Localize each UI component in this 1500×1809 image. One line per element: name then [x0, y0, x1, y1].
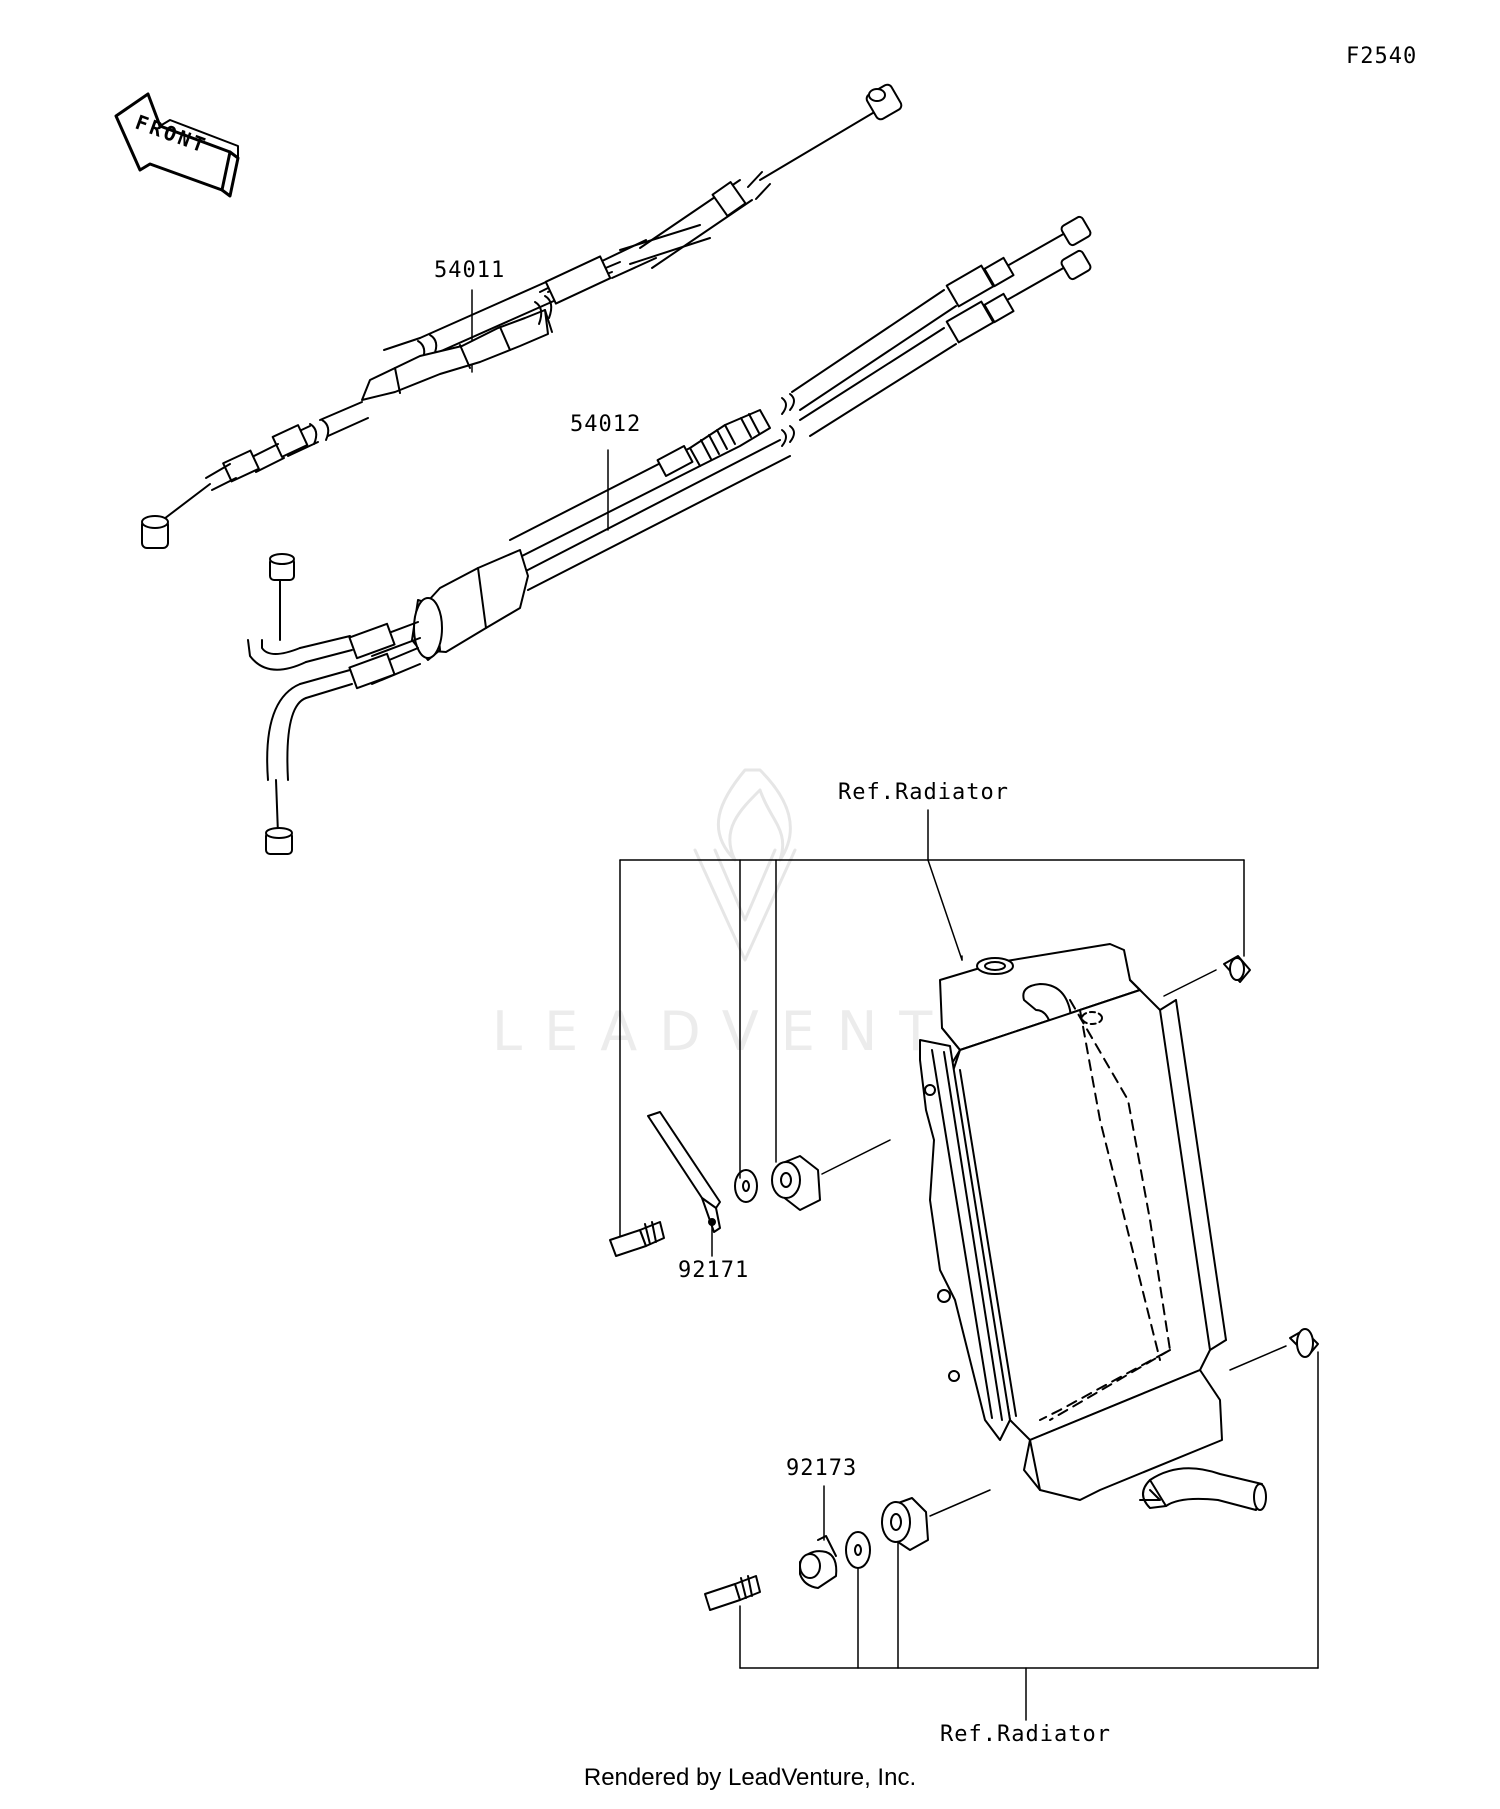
- part-label-54011[interactable]: 54011: [434, 258, 506, 283]
- footer-credit: Rendered by LeadVenture, Inc.: [583, 1764, 917, 1791]
- throttle-cable-54012[interactable]: [248, 215, 1092, 854]
- part-label-92173[interactable]: 92173: [786, 1456, 858, 1481]
- diagram-code: F2540: [1346, 44, 1418, 69]
- lower-mount-hardware: [705, 1329, 1318, 1610]
- throttle-cable-54011[interactable]: [142, 83, 903, 548]
- watermark-logo-icon: [695, 770, 795, 960]
- reference-lines: [620, 810, 1318, 1720]
- part-label-54012[interactable]: 54012: [570, 412, 642, 437]
- radiator: [920, 944, 1266, 1510]
- upper-mount-hardware: [610, 956, 1250, 1256]
- front-arrow-icon: [116, 94, 238, 196]
- part-label-92171[interactable]: 92171: [678, 1258, 750, 1283]
- ref-radiator-bottom[interactable]: Ref.Radiator: [940, 1722, 1111, 1747]
- ref-radiator-top[interactable]: Ref.Radiator: [838, 780, 1009, 805]
